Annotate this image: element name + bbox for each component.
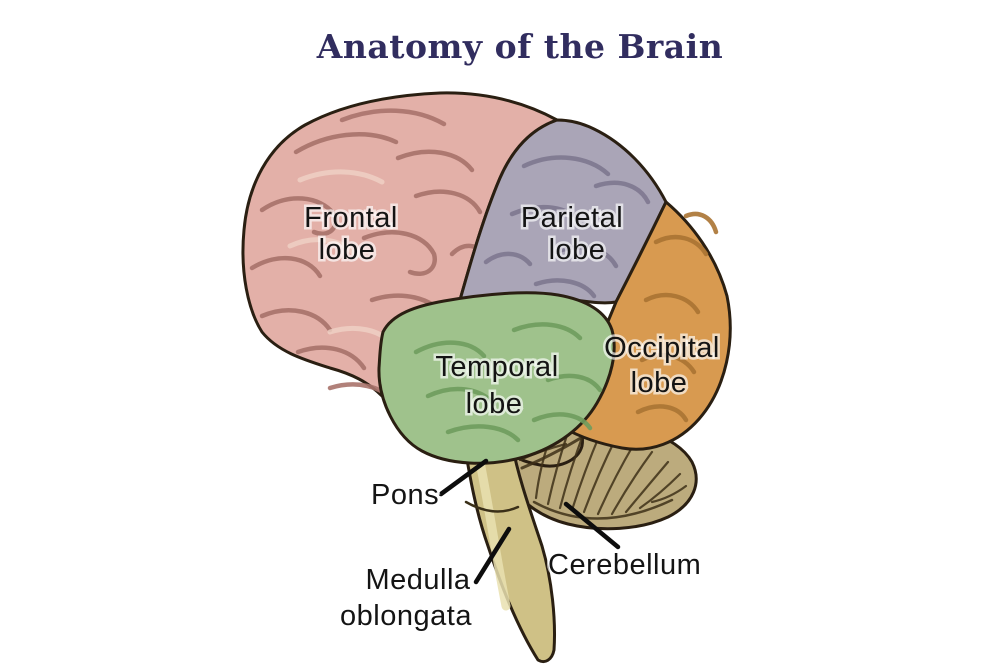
occipital-lobe-label-line2: lobe [631,367,688,399]
pons-medulla-divider-line [464,500,520,513]
frontal-lobe-region [241,91,559,446]
medulla-label-line1: Medulla [365,564,470,596]
medulla-pointer-line [473,526,512,585]
pons-label: Pons [371,479,439,511]
parietal-gyri [483,155,651,299]
brainstem-highlight [473,447,511,611]
temporal-lobe-label-line2: lobe [466,388,523,420]
page-title: Anatomy of the Brain [316,27,723,66]
pons-pointer-line [438,458,489,497]
occipital-gyri [635,211,719,423]
occipital-lobe-label-line1: Occipital [604,332,720,364]
temporal-lobe-region [377,291,616,465]
cerebellum-pointer-line [563,501,621,550]
temporal-lobe-label-line1: Temporal [435,351,558,383]
frontal-lobe-label-line1: Frontal [304,202,398,234]
medulla-label-line2: oblongata [340,600,472,632]
parietal-lobe-region [454,118,668,316]
temporal-lobe-shape [377,291,616,465]
region-labels: Frontal lobe Parietal lobe Temporal lobe… [302,200,722,635]
frontal-lobe-label-line2: lobe [319,234,376,266]
brainstem-region [462,440,556,664]
temporal-gyri [413,322,603,443]
cerebellum-label: Cerebellum [548,549,701,581]
parietal-lobe-label-line2: lobe [549,234,606,266]
frontal-gyri [249,108,489,405]
parietal-lobe-label-line1: Parietal [521,202,623,234]
